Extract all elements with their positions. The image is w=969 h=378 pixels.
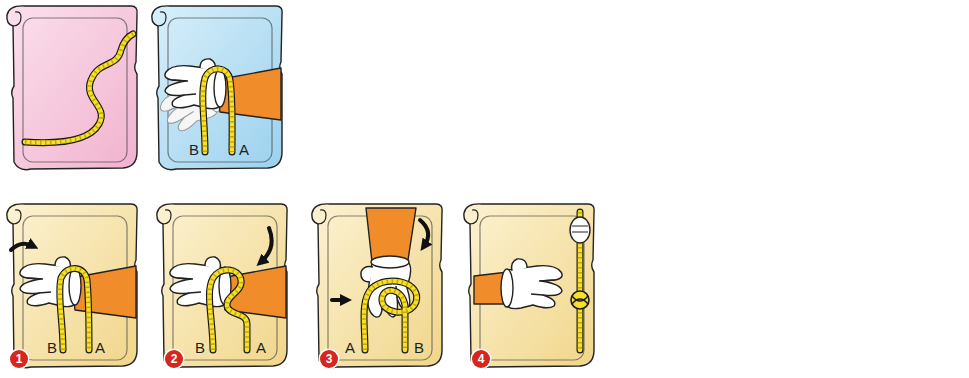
knot	[571, 291, 589, 309]
strand-letter: A	[95, 339, 105, 356]
motion-arrow	[420, 220, 428, 246]
rope-part	[60, 268, 89, 350]
rope-part	[209, 270, 247, 350]
glove	[501, 259, 562, 309]
motion-arrow	[11, 244, 33, 250]
strand-letter: B	[195, 339, 205, 356]
rope	[60, 268, 89, 350]
step-panel	[464, 204, 594, 368]
holding-hand	[570, 217, 590, 243]
motion-arrow	[261, 228, 272, 262]
scroll-frame	[7, 6, 137, 170]
glove	[170, 257, 231, 307]
rope-part	[203, 69, 232, 152]
knot-part	[571, 291, 589, 309]
step-number: 3	[320, 350, 338, 368]
scroll-frame	[157, 204, 287, 368]
rope-part	[60, 268, 89, 350]
strand-letter: B	[47, 339, 57, 356]
step-number: 2	[165, 350, 183, 368]
rope-part	[364, 281, 417, 350]
scroll-frame	[464, 204, 594, 368]
step-number: 4	[472, 350, 490, 368]
step-panel	[7, 204, 137, 368]
rope	[364, 281, 417, 350]
scroll-frame	[7, 204, 137, 368]
motion-arrow	[332, 298, 346, 302]
rope-part	[203, 69, 232, 152]
holding-hand-part	[570, 217, 590, 243]
strand-letter: B	[414, 339, 424, 356]
rope-part	[25, 34, 133, 143]
rope	[209, 270, 247, 350]
sleeve	[366, 208, 416, 262]
rope-part	[203, 69, 232, 152]
rope-part	[209, 270, 247, 350]
rope	[25, 34, 133, 143]
rope-part	[364, 281, 417, 350]
holding-hand-part	[572, 226, 588, 232]
strand-letter: A	[239, 141, 249, 158]
strand-letter: A	[345, 339, 355, 356]
rope-part	[209, 270, 247, 350]
scroll-frame	[152, 6, 282, 170]
step-number: 1	[10, 350, 28, 368]
rope-part	[25, 34, 133, 143]
glove	[20, 257, 81, 307]
blue-panel	[152, 6, 282, 170]
strand-letter: A	[256, 339, 266, 356]
rope	[203, 69, 232, 152]
step-panel	[312, 204, 442, 368]
knot-part	[572, 296, 588, 304]
rope-part	[25, 34, 133, 143]
rope-part	[364, 281, 417, 350]
pink-panel	[7, 6, 137, 170]
step-panel	[157, 204, 287, 368]
rope-part	[60, 268, 89, 350]
scroll-frame	[312, 204, 442, 368]
strand-letter: B	[189, 141, 199, 158]
